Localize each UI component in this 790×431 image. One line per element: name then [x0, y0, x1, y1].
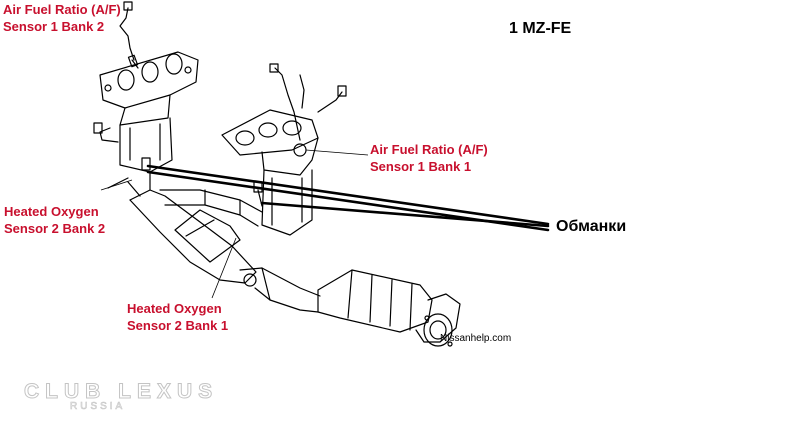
bank1-front-pipe — [159, 189, 263, 227]
y-pipe — [239, 267, 321, 313]
sensor1-bank2-body — [141, 157, 151, 171]
label-ho2-sensor2-bank2: Heated Oxygen Sensor 2 Bank 2 — [4, 203, 105, 237]
sensor1-bank2-wire — [93, 1, 139, 143]
sensor1-bank1-wire — [269, 63, 347, 141]
engine-title: 1 MZ-FE — [509, 20, 572, 37]
club-lexus-watermark-subtitle: RUSSIA — [70, 401, 126, 413]
label-line-2: Sensor 1 Bank 2 — [3, 19, 105, 34]
leader-sensor2-bank1 — [211, 237, 237, 299]
label-line-1: Air Fuel Ratio (A/F) — [370, 142, 488, 157]
callout-line-bank2 — [146, 164, 550, 226]
callout-line-bank1 — [260, 201, 550, 228]
label-af-sensor1-bank2: Air Fuel Ratio (A/F) Sensor 1 Bank 2 — [3, 1, 121, 35]
leader-sensor2-bank2 — [100, 179, 133, 191]
leader-sensor1-bank1 — [305, 149, 369, 156]
label-ho2-sensor2-bank1: Heated Oxygen Sensor 2 Bank 1 — [127, 300, 228, 334]
sensor2-bank2-body — [127, 181, 141, 197]
club-lexus-watermark: CLUB LEXUS — [23, 380, 219, 404]
bank2-front-pipe — [129, 189, 257, 284]
callout-label: Обманки — [556, 218, 627, 235]
bank1-exhaust-manifold — [221, 109, 319, 236]
outlet-pipe-flange — [415, 293, 461, 347]
label-line-2: Sensor 2 Bank 1 — [127, 318, 229, 333]
label-af-sensor1-bank1: Air Fuel Ratio (A/F) Sensor 1 Bank 1 — [370, 141, 488, 175]
label-line-1: Heated Oxygen — [4, 204, 99, 219]
source-credit: Nissanhelp.com — [440, 333, 512, 344]
sensor2-bank1-body — [253, 181, 263, 207]
label-line-2: Sensor 1 Bank 1 — [370, 159, 472, 174]
label-line-1: Heated Oxygen — [127, 301, 222, 316]
label-line-1: Air Fuel Ratio (A/F) — [3, 2, 121, 17]
main-catalytic-converter — [317, 269, 433, 333]
label-line-2: Sensor 2 Bank 2 — [4, 221, 106, 236]
